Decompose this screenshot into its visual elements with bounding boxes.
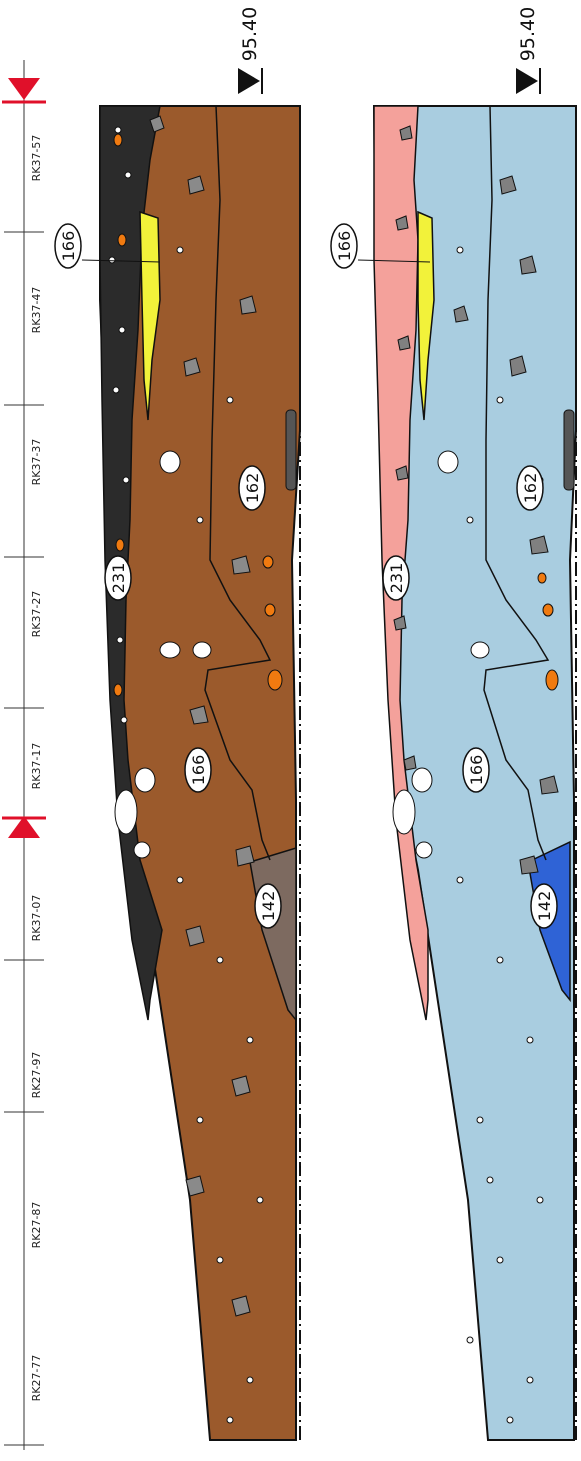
station-axis: RK37-57 RK37-47 RK37-37 RK37-27 RK37-17 … xyxy=(2,60,46,1450)
layer-boundary xyxy=(204,105,272,861)
station-label: RK37-27 xyxy=(30,591,43,638)
tag-166: 166 xyxy=(184,747,212,793)
tag-142: 142 xyxy=(530,883,558,929)
profile-lower: 166 231 162 166 142 xyxy=(330,105,577,1441)
elevation-marker-upper: 95.40 xyxy=(238,7,263,94)
elevation-label: 95.40 xyxy=(239,7,261,61)
tag-text: 166 xyxy=(59,231,78,262)
station-label: RK27-77 xyxy=(30,1355,43,1402)
tag-text: 162 xyxy=(243,473,262,504)
station-label: RK37-47 xyxy=(30,287,43,334)
tag-166: 166 xyxy=(54,223,82,269)
station-label: RK37-57 xyxy=(30,135,43,182)
tag-231: 231 xyxy=(104,555,132,601)
clasts xyxy=(108,115,283,1424)
station-label: RK37-37 xyxy=(30,439,43,486)
tag-text: 231 xyxy=(387,563,406,594)
elevation-marker-lower: 95.40 xyxy=(516,7,541,94)
tag-text: 142 xyxy=(535,891,554,922)
tag-142: 142 xyxy=(254,883,282,929)
tag-166: 166 xyxy=(330,223,358,269)
station-label: RK27-97 xyxy=(30,1052,43,1099)
station-label: RK37-07 xyxy=(30,895,43,942)
tag-leader xyxy=(81,259,161,263)
profile-upper: 166 231 162 166 142 xyxy=(54,105,301,1441)
red-marker-top xyxy=(2,78,46,104)
tag-231: 231 xyxy=(382,555,410,601)
tag-162: 162 xyxy=(516,465,544,511)
tag-166: 166 xyxy=(462,747,490,793)
tag-text: 166 xyxy=(335,231,354,262)
tag-text: 231 xyxy=(109,563,128,594)
station-label: RK27-87 xyxy=(30,1202,43,1249)
layer-boundary xyxy=(483,105,550,861)
tag-text: 166 xyxy=(189,755,208,786)
dark-inclusion xyxy=(285,409,297,491)
station-label: RK37-17 xyxy=(30,743,43,790)
yellow-lens xyxy=(417,210,435,421)
dark-inclusion xyxy=(563,409,575,491)
yellow-lens xyxy=(139,210,161,421)
tag-text: 166 xyxy=(467,755,486,786)
tag-162: 162 xyxy=(238,465,266,511)
tag-text: 162 xyxy=(521,473,540,504)
elevation-label: 95.40 xyxy=(517,7,539,61)
clasts xyxy=(392,125,559,1424)
red-marker-bottom xyxy=(2,816,46,838)
tag-text: 142 xyxy=(259,891,278,922)
tag-leader xyxy=(357,259,431,263)
